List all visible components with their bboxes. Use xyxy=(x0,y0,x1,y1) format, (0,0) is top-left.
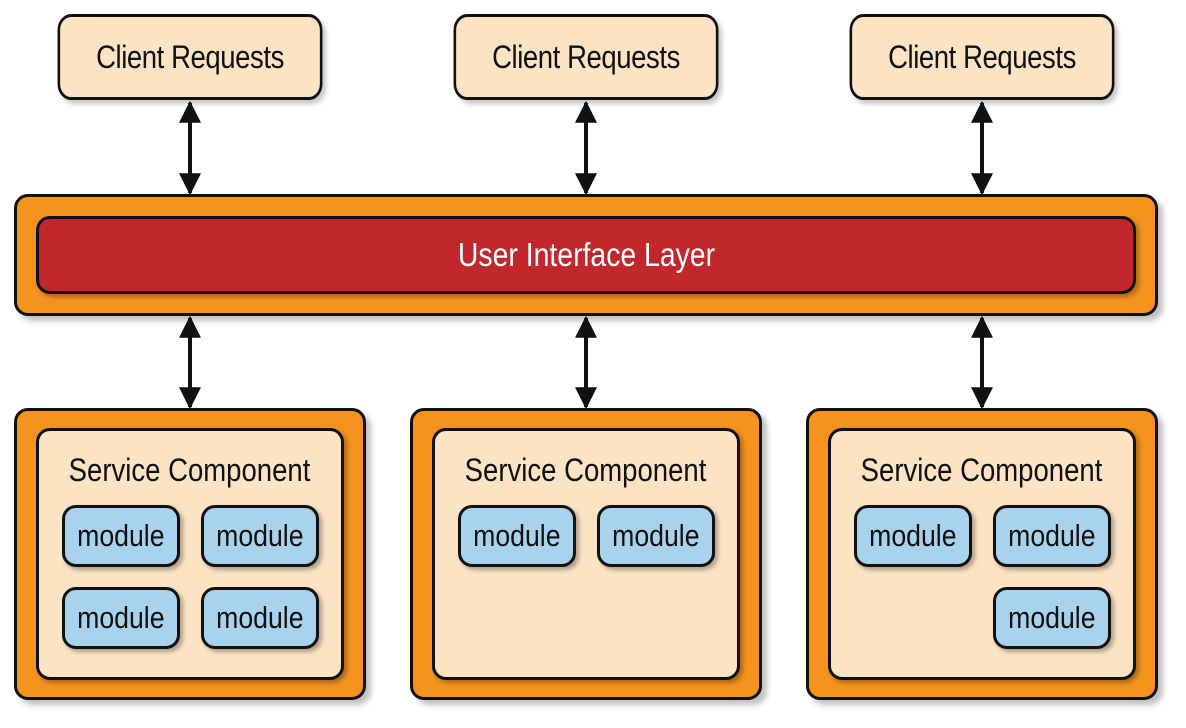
client-requests-label: Client Requests xyxy=(888,38,1076,75)
client-requests-box-1: Client Requests xyxy=(57,14,323,100)
module-box: module xyxy=(993,587,1111,649)
module-box: module xyxy=(62,587,180,649)
service-component-title: Service Component xyxy=(465,452,707,488)
client-requests-label: Client Requests xyxy=(96,38,284,75)
ui-layer-label: User Interface Layer xyxy=(457,236,715,273)
module-box: module xyxy=(993,505,1111,567)
client-requests-label: Client Requests xyxy=(492,38,680,75)
module-box: module xyxy=(201,505,319,567)
module-box: module xyxy=(458,505,576,567)
client-requests-box-3: Client Requests xyxy=(849,14,1115,100)
module-box: module xyxy=(201,587,319,649)
service-component-title: Service Component xyxy=(69,452,311,488)
module-box: module xyxy=(62,505,180,567)
module-box: module xyxy=(597,505,715,567)
service-component-title: Service Component xyxy=(861,452,1103,488)
client-requests-box-2: Client Requests xyxy=(453,14,719,100)
module-box: module xyxy=(854,505,972,567)
user-interface-layer: User Interface Layer xyxy=(36,216,1136,294)
